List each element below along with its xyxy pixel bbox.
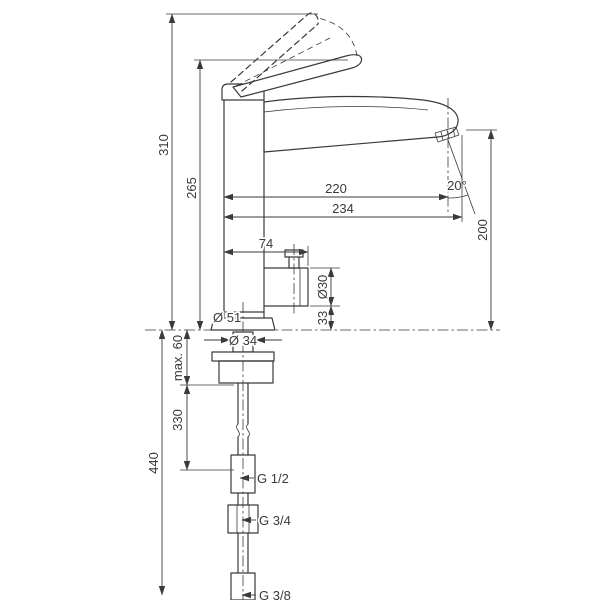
thread-label-g38: G 3/8	[241, 586, 293, 600]
dimension-dia-30: Ø30	[313, 267, 335, 307]
pipe-break-symbol	[236, 423, 250, 438]
dim-265-label: 265	[184, 177, 199, 199]
thread-g38-section	[230, 572, 256, 600]
dim-33-label: 33	[315, 311, 330, 325]
spray-angle-indicator: 20°	[445, 139, 476, 215]
dim-200-label: 200	[475, 219, 490, 241]
centerlines	[145, 98, 500, 600]
dimension-200: 200	[473, 129, 495, 331]
pipe-upper	[237, 382, 249, 456]
thread-label-g12: G 1/2	[239, 469, 291, 488]
dimension-265: 265	[182, 59, 204, 331]
thread-label-g34: G 3/4	[241, 511, 293, 530]
extension-lines	[166, 13, 497, 471]
dim-74-label: 74	[259, 236, 273, 251]
spout-ridge-line	[263, 106, 429, 113]
dia-34-label: Ø 34	[229, 333, 257, 348]
dimension-330: 330	[168, 384, 191, 471]
g34-label: G 3/4	[259, 513, 291, 528]
dimension-dia-51: Ø 51	[211, 308, 243, 327]
dimension-234: 234	[223, 199, 463, 221]
thread-g12-section	[230, 454, 256, 494]
dimension-440: 440	[144, 329, 166, 596]
aerator-outlet-detail	[434, 126, 460, 143]
dim-310-label: 310	[156, 134, 171, 156]
dim-440-label: 440	[146, 452, 161, 474]
dia-51-label: Ø 51	[213, 310, 241, 325]
g38-label: G 3/8	[259, 588, 291, 600]
angle-20-label: 20°	[447, 178, 467, 193]
dimension-dia-34: Ø 34	[204, 331, 282, 350]
dim-max60-label: max. 60	[170, 335, 185, 381]
dimension-74: 74	[223, 234, 309, 256]
dimension-220: 220	[223, 179, 449, 201]
dia-30-label: Ø30	[315, 275, 330, 300]
hose-lower	[237, 532, 249, 574]
g12-label: G 1/2	[257, 471, 289, 486]
spray-angle-arc	[447, 194, 469, 199]
lever-swing-arc	[235, 17, 358, 87]
spray-angle-line	[447, 139, 476, 215]
dimension-max-60: max. 60	[168, 329, 191, 386]
mounting-nut	[218, 360, 274, 384]
faucet-body-outline	[223, 99, 265, 319]
dim-234-label: 234	[332, 201, 354, 216]
dim-220-label: 220	[325, 181, 347, 196]
dimension-310: 310	[154, 13, 176, 331]
faucet-lever	[232, 54, 363, 98]
dim-330-label: 330	[170, 409, 185, 431]
faucet-outline	[210, 12, 460, 331]
pipe-middle	[237, 492, 249, 506]
dimension-33: 33	[313, 305, 335, 331]
side-outlet	[263, 267, 309, 307]
faucet-spout	[263, 95, 459, 153]
